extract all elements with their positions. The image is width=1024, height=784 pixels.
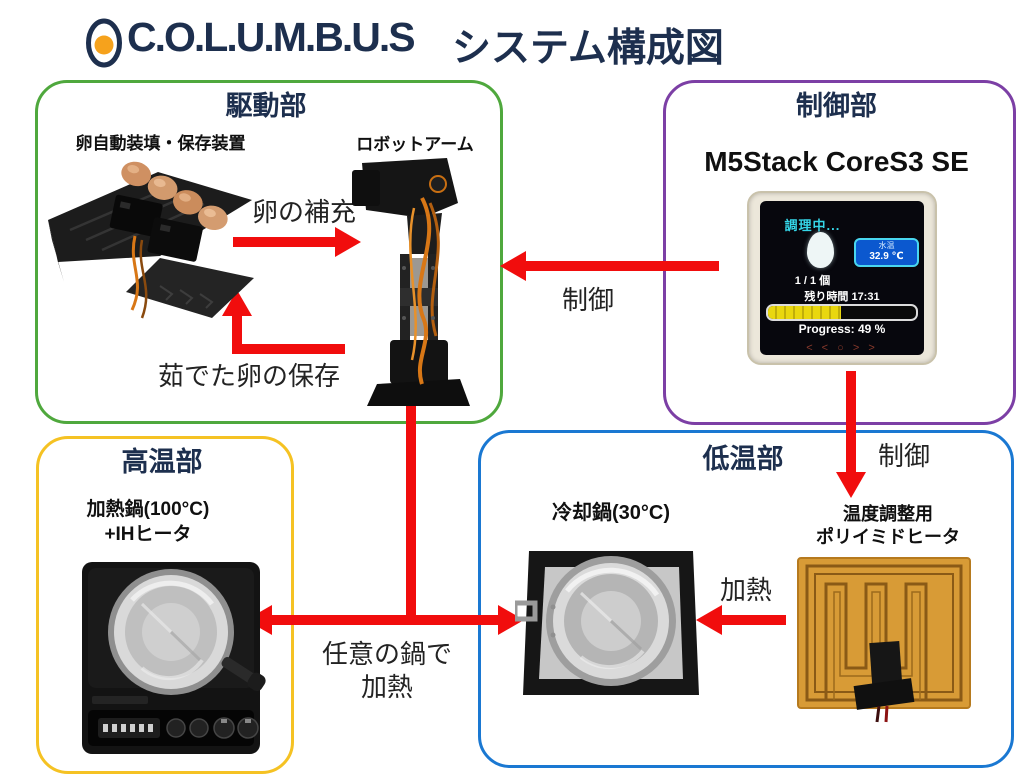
control-section-header: 制御部 — [796, 91, 877, 121]
ih-heater-image — [82, 562, 266, 754]
m5-progress-bar — [766, 304, 918, 321]
robot-arm-label: ロボットアーム — [356, 135, 474, 154]
polyimide-heater-image — [797, 557, 971, 723]
cooling-pot-label: 冷却鍋(30°C) — [551, 502, 670, 524]
m5-progress-fill — [768, 306, 841, 319]
label-egg-refill: 卵の補充 — [251, 197, 356, 227]
cooling-pot-image — [515, 551, 699, 695]
cold-section-box — [478, 430, 1014, 768]
ih-heater-label-line2: +IHヒータ — [104, 523, 192, 545]
label-any-pot-line1: 任意の鍋で — [321, 639, 452, 669]
m5stack-screen: 調理中... 水温 32.9 ℃ 1 / 1 個 残り時間 17:31 Prog… — [760, 201, 924, 355]
egg-logo-icon — [86, 18, 122, 68]
m5-progress-label: Progress: 49 % — [798, 322, 886, 336]
page-title: C.O.L.U.M.B.U.S — [127, 14, 416, 60]
m5stack-device: 調理中... 水温 32.9 ℃ 1 / 1 個 残り時間 17:31 Prog… — [747, 191, 937, 365]
polyimide-heater-label-line1: 温度調整用 — [843, 504, 933, 524]
m5-water-temp-value: 32.9 ℃ — [869, 251, 904, 262]
m5-water-temp-badge: 水温 32.9 ℃ — [854, 238, 919, 267]
ih-heater-label: 加熱鍋(100°C) +IHヒータ — [40, 498, 256, 547]
m5-time-remaining: 残り時間 17:31 — [804, 291, 880, 303]
m5stack-label: M5Stack CoreS3 SE — [704, 146, 969, 177]
robot-arm-image — [352, 158, 470, 406]
drive-section-header: 駆動部 — [225, 91, 307, 121]
label-control-to-heater: 制御 — [877, 441, 930, 471]
label-any-pot-line2: 加熱 — [360, 672, 413, 703]
m5-nav-buttons: < < ○ > > — [806, 342, 878, 354]
label-any-pot: 任意の鍋で 加熱 — [312, 638, 462, 705]
egg-loader-image — [48, 161, 254, 319]
control-section-box — [663, 80, 1016, 425]
label-heat: 加熱 — [719, 575, 772, 605]
polyimide-heater-label-line2: ポリイミドヒータ — [816, 527, 960, 548]
polyimide-heater-label: 温度調整用 ポリイミドヒータ — [793, 503, 983, 550]
ih-heater-label-line1: 加熱鍋(100°C) — [86, 499, 210, 520]
hot-section-box — [36, 436, 294, 774]
m5-egg-icon — [807, 232, 834, 268]
page-subtitle: システム構成図 — [452, 27, 724, 70]
label-control-to-arm: 制御 — [561, 285, 614, 315]
egg-loader-label: 卵自動装填・保存装置 — [75, 134, 246, 153]
label-boiled-egg-store: 茹でた卵の保存 — [157, 361, 340, 391]
m5-egg-count: 1 / 1 個 — [794, 275, 831, 287]
m5-water-temp-label: 水温 — [878, 241, 895, 250]
hot-section-header: 高温部 — [121, 447, 203, 477]
cold-section-header: 低温部 — [702, 444, 784, 474]
m5-status-text: 調理中... — [784, 218, 841, 233]
